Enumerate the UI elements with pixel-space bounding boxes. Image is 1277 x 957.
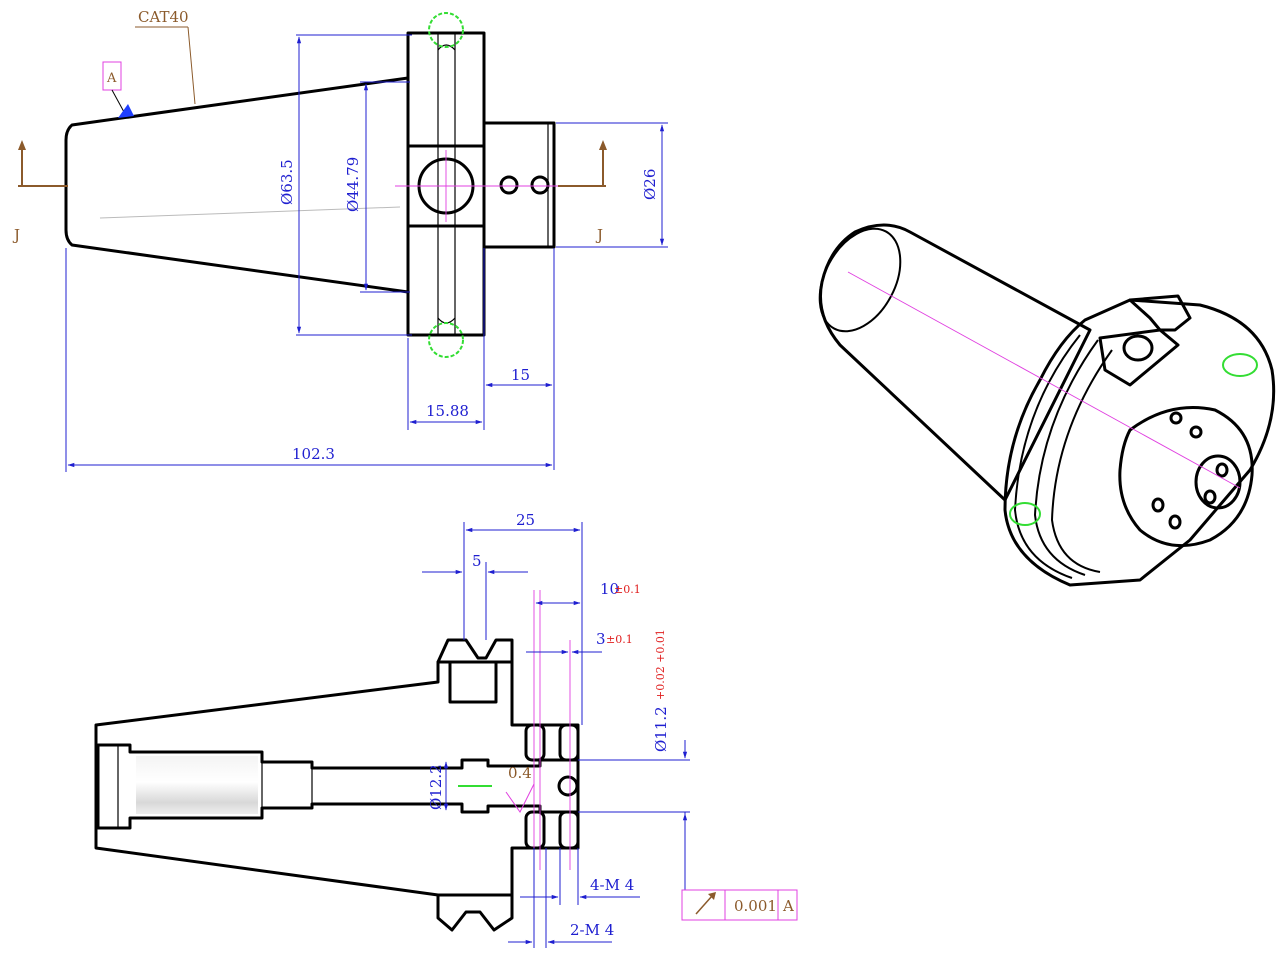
set-screw-hole-2	[530, 175, 550, 195]
dim-l15: 15	[511, 366, 530, 384]
highlight-circle	[428, 322, 464, 358]
dim-m4-2: 2-M 4	[570, 921, 614, 939]
dim-l25: 25	[516, 511, 535, 529]
top-view: J J CAT40 A Ø63.5 Ø44.79 Ø26 15	[12, 8, 668, 472]
tolerance-value: 0.001	[734, 897, 777, 915]
iso-taper	[818, 223, 1092, 502]
pilot-shank	[482, 121, 556, 249]
dim-l10: 10	[600, 580, 619, 598]
section-view: 0.4 25 5 10 ±0.1 3 ±0.1 Ø11.2 +0.02 +0.0…	[94, 511, 798, 948]
dim-d112: Ø11.2	[652, 706, 670, 752]
roughness-value: 0.4	[508, 764, 532, 782]
iso-flange	[1003, 298, 1276, 587]
dim-d112-tol: +0.02 +0.01	[654, 629, 667, 700]
dim-l1023: 102.3	[292, 445, 335, 463]
taper-body	[64, 76, 410, 294]
dim-l3-tol: ±0.1	[606, 633, 633, 646]
iso-view	[818, 223, 1276, 587]
cat40-label: CAT40	[138, 8, 189, 26]
highlight-circle	[428, 12, 464, 48]
dim-l3: 3	[596, 630, 606, 648]
datum-label: A	[106, 71, 117, 86]
dim-l5: 5	[472, 552, 482, 570]
dim-l10-tol: ±0.1	[614, 583, 641, 596]
tolerance-datum: A	[782, 897, 794, 915]
section-label-right: J	[595, 226, 603, 244]
iso-pilot	[1118, 406, 1254, 548]
tolerance-frame: 0.001 A	[681, 889, 798, 921]
dim-l1588: 15.88	[426, 402, 469, 420]
section-label-left: J	[12, 226, 20, 244]
dim-m4-4: 4-M 4	[590, 876, 634, 894]
dim-d122: Ø12.2	[427, 764, 445, 810]
dim-d63: Ø63.5	[278, 159, 296, 205]
dim-d44: Ø44.79	[344, 157, 362, 212]
set-screw-hole-1	[499, 175, 519, 195]
dim-d26: Ø26	[641, 169, 659, 200]
